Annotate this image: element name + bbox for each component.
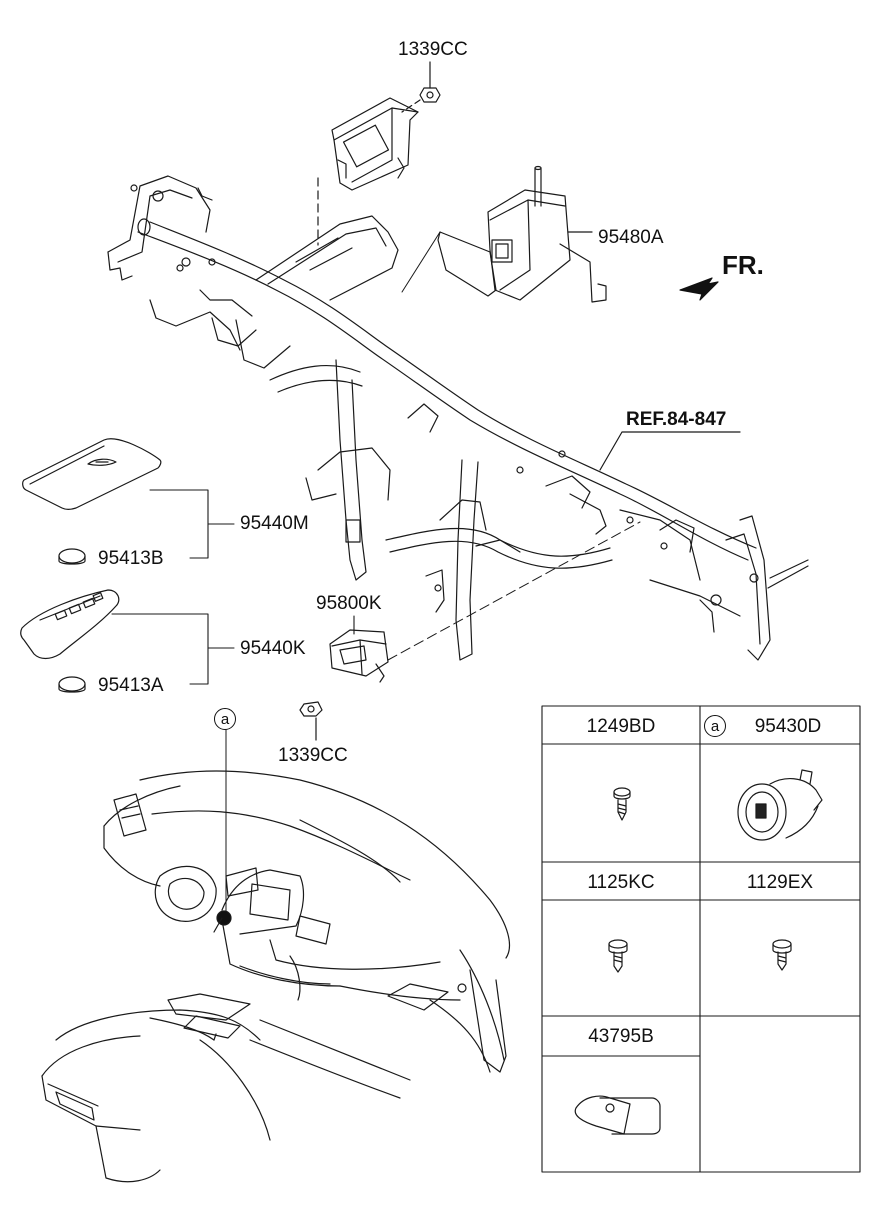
ignition-switch-icon [737,769,823,841]
part-label-fob: 95440K [240,638,306,659]
leader-fob [111,613,209,685]
nut-bottom-icon [299,701,323,741]
coin-battery-icon [58,548,86,565]
part-label-nut-bottom: 1339CC [278,745,348,766]
bolt-1129ex-icon [772,939,792,971]
screw-1249bd-icon [613,787,631,821]
table-cell-code: 1125KC [587,872,655,893]
table-cell-code: 1249BD [586,716,656,737]
control-unit-icon [331,97,421,191]
table-cell-code: 43795B [588,1026,654,1047]
table-cell-code: 1129EX [746,872,814,893]
smart-key-fob-icon [20,589,120,660]
part-label-battery-card: 95413B [98,548,164,569]
reference-label: REF.84-847 [626,409,727,430]
pad-43795b-icon [574,1095,661,1135]
part-label-module: 95480A [598,227,664,248]
direction-label: FR. [722,250,764,280]
antenna-icon [329,629,389,683]
coin-battery-icon-2 [58,676,86,693]
part-label-card-key: 95440M [240,513,309,534]
bolt-1125kc-icon [608,939,628,973]
parts-table-grid [541,705,861,1173]
dashboard-icon [41,770,511,1183]
nut-top-icon [419,61,441,103]
part-label-nut-top: 1339CC [398,39,468,60]
table-cell-code: 95430D [754,716,822,737]
card-key-icon [22,438,162,511]
part-label-antenna: 95800K [316,593,382,614]
ref-leader [599,431,741,471]
smart-key-module-icon [437,165,607,303]
part-label-battery-fob: 95413A [98,675,164,696]
forward-arrow-icon [679,277,719,301]
location-marker: a [214,708,236,730]
dash-crossmember-icon [107,175,809,661]
table-cell-marker: a [704,715,726,737]
